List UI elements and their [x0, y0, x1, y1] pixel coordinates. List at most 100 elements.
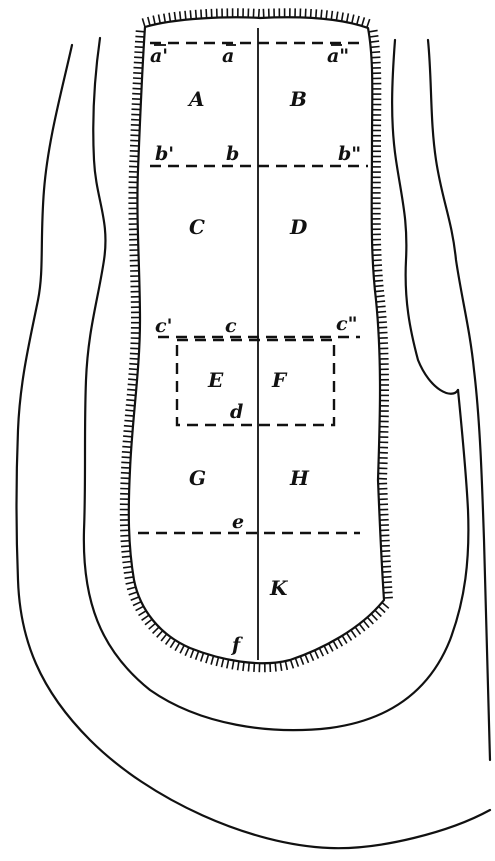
label-e: e [232, 511, 244, 533]
hatch-tick [170, 640, 175, 648]
hatch-tick [124, 572, 133, 573]
hatch-tick [371, 614, 377, 621]
region-label-K: K [269, 576, 289, 600]
label-b-double: b" [338, 143, 361, 165]
hatch-tick [124, 431, 133, 432]
hatch-tick [185, 11, 186, 20]
hatch-tick [377, 312, 386, 313]
hatch-tick [135, 47, 144, 48]
hatch-tick [142, 615, 149, 620]
hatch-tick [121, 462, 130, 463]
hatch-tick [326, 10, 327, 19]
hatch-tick [382, 603, 389, 609]
hatch-tick [367, 19, 370, 28]
hatch-tick [126, 400, 135, 401]
hatch-tick [206, 655, 209, 664]
hatch-tick [123, 436, 132, 437]
hatch-tick [295, 658, 298, 667]
hatch-tick [363, 621, 369, 628]
hatch-tick [175, 643, 180, 651]
hatch-tick [238, 661, 239, 670]
hatch-tick [305, 654, 308, 662]
hatch-tick [190, 10, 191, 19]
hatch-tick [132, 94, 141, 95]
hatch-tick [347, 13, 349, 22]
hatch-tick [338, 638, 343, 646]
hatch-tick [382, 561, 391, 562]
hatch-tick [125, 577, 134, 578]
hatch-tick [157, 631, 163, 638]
region-label-H: H [289, 466, 310, 490]
hatch-tick [124, 421, 133, 422]
label-b-prime: b' [155, 143, 174, 165]
hatch-tick [357, 16, 359, 25]
hatch-tick [362, 17, 365, 26]
hatch-tick [134, 68, 143, 69]
hatch-tick [375, 286, 384, 287]
hatch-tick [377, 306, 386, 307]
label-a: a [222, 45, 234, 67]
hatch-tick [133, 602, 141, 606]
hatch-tick [180, 11, 181, 20]
hatch-tick [374, 281, 383, 282]
hatch-tick [352, 15, 354, 24]
hatch-tick [342, 636, 347, 644]
dashed-box-ef [177, 340, 334, 425]
hatch-tick [127, 587, 136, 589]
hatch-tick [153, 627, 159, 633]
hatch-tick [319, 648, 323, 656]
hatch-tick [129, 364, 138, 365]
hatch-tick [121, 546, 130, 547]
hatch-tick [130, 359, 139, 360]
hatch-tick [321, 10, 322, 19]
hatch-tick [378, 317, 387, 318]
hatch-tick [130, 353, 139, 354]
hatch-tick [122, 562, 131, 563]
hatch-tick [180, 645, 184, 653]
hatch-tick [134, 62, 143, 63]
hatch-tick [342, 13, 344, 22]
hatch-tick [374, 275, 383, 276]
hatch-tick [329, 643, 333, 651]
label-a-double: a" [327, 45, 349, 67]
hatch-tick [324, 646, 328, 654]
hatch-tick [134, 57, 143, 58]
hatch-tick [315, 650, 319, 658]
hatch-tick [347, 633, 352, 641]
hatch-tick [125, 410, 134, 411]
hatch-tick [336, 12, 337, 21]
hatch-tick [166, 637, 171, 644]
hatch-tick [122, 457, 131, 458]
hatch-tick [382, 566, 391, 567]
hatch-tick [127, 389, 136, 390]
hatch-tick [383, 577, 392, 578]
hatch-tick [206, 9, 207, 18]
label-b: b [226, 143, 239, 165]
region-label-A: A [187, 87, 205, 111]
hatch-tick [159, 15, 161, 24]
hatch-tick [378, 322, 387, 323]
hatch-tick [285, 661, 287, 670]
region-label-G: G [189, 466, 206, 490]
hatch-tick [373, 260, 382, 261]
hatch-tick [222, 658, 224, 667]
hatch-tick [139, 611, 147, 616]
hatch-tick [121, 541, 130, 542]
hatch-tick [135, 36, 144, 37]
hatch-tick [310, 652, 314, 660]
hatch-tick [280, 662, 281, 671]
hatch-tick [133, 73, 142, 74]
region-label-F: F [271, 368, 288, 392]
hatch-tick [211, 656, 213, 665]
hatch-tick [136, 31, 145, 32]
label-c-prime: c' [155, 315, 172, 337]
hatch-tick [359, 624, 365, 631]
hatch-tick [331, 11, 332, 20]
hatch-tick [378, 327, 387, 328]
label-f: f [230, 634, 243, 656]
hatch-tick [367, 617, 373, 624]
hatch-tick [161, 634, 167, 641]
hatch-tick [369, 30, 378, 32]
hatch-tick [164, 14, 166, 23]
